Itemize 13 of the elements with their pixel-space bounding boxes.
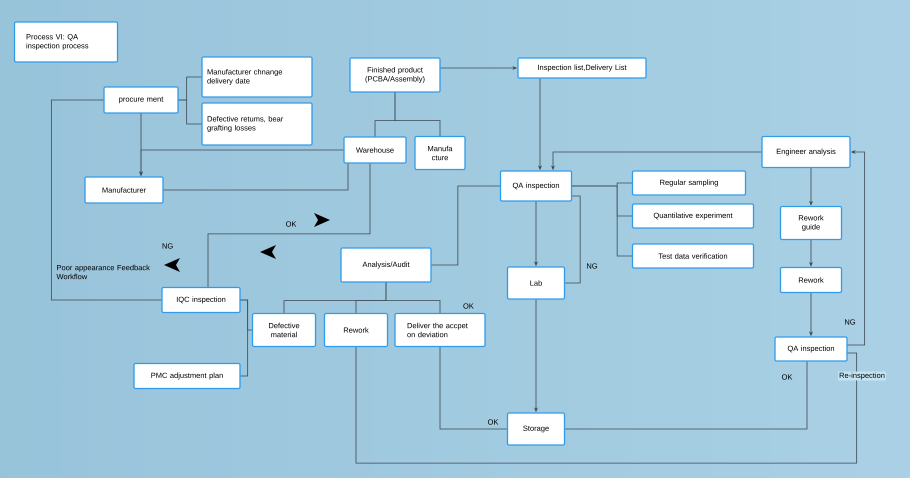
connector-line <box>440 346 508 430</box>
connector-line <box>208 163 370 288</box>
connector-line <box>386 282 440 314</box>
connector-line <box>564 361 808 430</box>
connector-line <box>178 100 202 124</box>
connector-line <box>572 186 632 256</box>
connector-line <box>240 300 248 376</box>
connector-line <box>564 196 581 284</box>
connector-line <box>431 186 500 266</box>
connector-line <box>163 163 348 190</box>
connector-line <box>50 100 162 300</box>
connector-line <box>356 346 858 464</box>
connector-line <box>394 92 440 136</box>
